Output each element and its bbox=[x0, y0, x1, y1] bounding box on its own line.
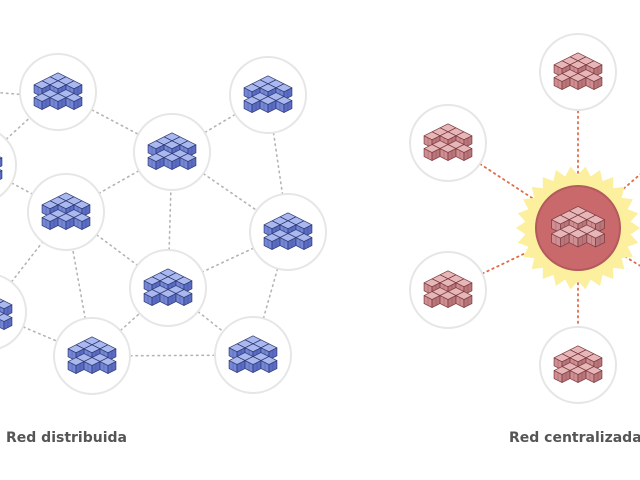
distributed-node bbox=[229, 56, 307, 134]
centralized-node bbox=[409, 251, 487, 329]
distributed-node bbox=[129, 249, 207, 327]
distributed-node bbox=[214, 316, 292, 394]
distributed-node bbox=[53, 317, 131, 395]
distributed-node bbox=[27, 173, 105, 251]
blue-cube-stack-icon bbox=[67, 336, 117, 374]
centralized-link bbox=[447, 142, 579, 229]
blue-cube-stack-icon bbox=[228, 335, 278, 373]
red-cube-stack-icon bbox=[551, 206, 605, 248]
blue-cube-stack-icon bbox=[33, 72, 83, 110]
red-cube-stack-icon bbox=[553, 52, 603, 90]
central-hub-node bbox=[535, 185, 621, 271]
blue-cube-stack-icon bbox=[143, 268, 193, 306]
red-cube-stack-icon bbox=[553, 345, 603, 383]
centralized-node bbox=[539, 326, 617, 404]
distributed-network-label: Red distribuida bbox=[6, 430, 127, 446]
distributed-link bbox=[65, 151, 173, 213]
distributed-node bbox=[0, 274, 27, 350]
blue-cube-stack-icon bbox=[0, 298, 13, 330]
blue-cube-stack-icon bbox=[0, 156, 3, 180]
centralized-link bbox=[577, 227, 640, 267]
red-cube-stack-icon bbox=[423, 123, 473, 161]
centralized-network-label: Red centralizada bbox=[509, 430, 640, 446]
distributed-node bbox=[133, 113, 211, 191]
distributed-node bbox=[19, 53, 97, 131]
red-cube-stack-icon bbox=[423, 270, 473, 308]
blue-cube-stack-icon bbox=[243, 75, 293, 113]
blue-cube-stack-icon bbox=[263, 212, 313, 250]
distributed-node bbox=[0, 132, 17, 198]
centralized-node bbox=[539, 33, 617, 111]
blue-cube-stack-icon bbox=[147, 132, 197, 170]
blue-cube-stack-icon bbox=[41, 192, 91, 230]
distributed-node bbox=[249, 193, 327, 271]
network-nodes bbox=[0, 33, 621, 404]
centralized-node bbox=[409, 104, 487, 182]
